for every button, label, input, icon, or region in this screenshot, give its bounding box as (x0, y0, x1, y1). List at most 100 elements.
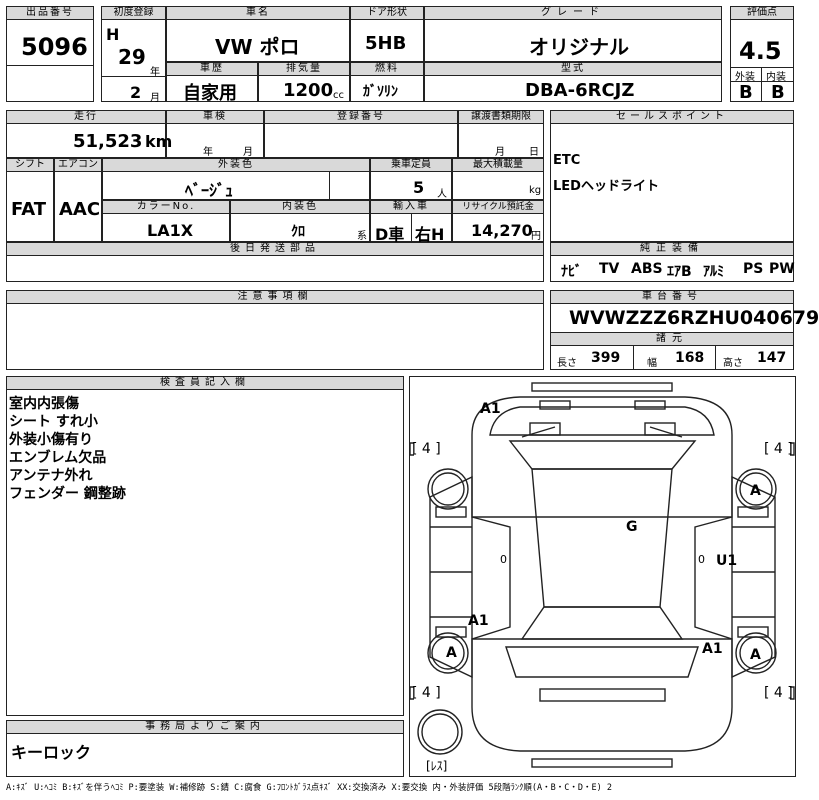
mileage-value: 51,523 (73, 131, 143, 152)
score-box: 評価点 4.5 外装 内装 B B (730, 6, 794, 103)
fuel-box: 燃料 ｶﾞｿﾘﾝ (350, 62, 424, 102)
first-reg-era: H (106, 25, 120, 44)
dims-height-label: 高さ (723, 358, 743, 369)
equipment-box: 純正装備 ﾅﾋﾞ TV ABS ｴｱB ｱﾙﾐ PS PW (550, 242, 795, 282)
first-reg-year-unit: 年 (150, 67, 160, 78)
displacement-label: 排気量 (259, 63, 349, 76)
import-box: 輸入車 D車 右H (370, 200, 452, 244)
ext-color-label: 外装色 (103, 159, 369, 172)
inspector-note-3: 外装小傷有り (9, 432, 93, 448)
capacity-box: 乗車定員 5 人 (370, 158, 452, 200)
equip-airbag: ｴｱB (667, 264, 692, 280)
caution-box: 注意事項欄 (6, 290, 544, 370)
damage-mark-a1-right: A1 (702, 641, 723, 657)
office-box: 事務局よりご案内 キーロック (6, 720, 404, 777)
inspection-month-unit: 月 (243, 147, 253, 158)
door-value: 5HB (365, 33, 407, 54)
lot-label: 出品番号 (7, 7, 93, 20)
int-color-unit: 系 (357, 231, 367, 242)
first-reg-box: 初度登録 H 29 年 2 月 (101, 6, 166, 104)
dims-length-label: 長さ (557, 358, 577, 369)
car-name-label: 車名 (167, 7, 349, 20)
inspection-label: 車検 (167, 111, 263, 124)
fuel-label: 燃料 (351, 63, 423, 76)
int-color-value: ｸﾛ (291, 224, 305, 240)
tire-depth-right-bottom: [ 4 ] (764, 685, 793, 701)
mileage-label: 走行 (7, 111, 165, 124)
sales-point-box: セールスポイント ETC LEDヘッドライト (550, 110, 794, 242)
score-ext-label: 外装 (735, 72, 755, 83)
dims-label: 諸元 (551, 332, 793, 346)
damage-mark-a-tire-fl: A (446, 645, 457, 661)
first-reg-label: 初度登録 (102, 7, 165, 20)
aircon-value: AAC (59, 199, 101, 220)
door-box: ドア形状 5HB (350, 6, 424, 62)
history-box: 車歴 自家用 (166, 62, 258, 104)
displacement-unit: cc (333, 90, 344, 101)
first-reg-month: 2 (130, 83, 142, 102)
inspector-note-2: シート すれ小 (9, 414, 98, 430)
sales-point-line-1: ETC (553, 153, 581, 168)
max-load-unit: kg (529, 185, 542, 196)
mileage-unit: km (145, 132, 173, 151)
equip-alloy: ｱﾙﾐ (703, 264, 724, 280)
score-ext: B (739, 82, 753, 103)
mileage-box: 走行 51,523 km (6, 110, 172, 158)
equip-pw: PW (769, 261, 795, 277)
int-color-box: 内装色 ｸﾛ 系 (230, 200, 370, 242)
max-load-box: 最大積載量 kg (452, 158, 544, 200)
first-reg-year: 29 (118, 45, 146, 69)
capacity-unit: 人 (437, 189, 447, 200)
shift-label: シフト (7, 159, 53, 172)
ext-color-box: 外装色 ﾍﾞｰｼﾞｭ (102, 158, 370, 200)
zero-mark-left: 0 (500, 553, 507, 566)
inspector-note-6: フェンダー 鋼整跡 (9, 486, 126, 502)
color-no-label: カラーNo. (103, 201, 229, 214)
grade-value: オリジナル (529, 35, 629, 59)
car-name-box: 車名 VW ポロ (166, 6, 350, 62)
transfer-month-unit: 月 (495, 147, 505, 158)
legend-footer: A:ｷｽﾞ U:ﾍｺﾐ B:ｷｽﾞを伴うﾍｺﾐ P:要塗装 W:補修跡 S:錆 … (6, 783, 612, 793)
color-no-value: LA1X (147, 221, 194, 240)
displacement-box: 排気量 1200 cc (258, 62, 350, 102)
chassis-value: WVWZZZ6RZHU040679 (569, 307, 819, 329)
max-load-label: 最大積載量 (453, 159, 543, 172)
tire-depth-left-bottom: [ 4 ] (412, 685, 441, 701)
spare-tire-label: [ﾚｽ] (426, 759, 448, 773)
model-value: DBA-6RCJZ (525, 80, 635, 101)
car-diagram: A1 A1 A1 G U1 A A A A [ 4 ] [ 4 ] [ 4 ] … (409, 376, 796, 777)
grade-box: グレード オリジナル (424, 6, 722, 62)
office-label: 事務局よりご案内 (7, 721, 403, 734)
car-name-value: VW ポロ (215, 35, 300, 59)
lot-number: 5096 (21, 33, 88, 61)
recycle-label: リサイクル預託金 (453, 201, 543, 214)
equipment-label: 純正装備 (551, 243, 793, 256)
reg-no-label: 登録番号 (265, 111, 457, 124)
first-reg-month-unit: 月 (150, 93, 160, 104)
equip-ps: PS (743, 261, 764, 277)
shift-value: FAT (11, 199, 47, 220)
recycle-value: 14,270 (471, 221, 533, 240)
door-label: ドア形状 (351, 7, 423, 20)
later-parts-box: 後日発送部品 (6, 242, 544, 282)
shift-box: シフト FAT (6, 158, 54, 242)
history-value: 自家用 (183, 83, 237, 104)
model-box: 型式 DBA-6RCJZ (424, 62, 722, 102)
inspector-label: 検査員記入欄 (7, 377, 403, 390)
transfer-label: 譲渡書類期限 (459, 111, 543, 124)
dims-height: 147 (757, 350, 787, 366)
transfer-box: 譲渡書類期限 月 日 (458, 110, 544, 158)
score-int: B (771, 82, 785, 103)
tire-depth-right-top: [ 4 ] (764, 441, 793, 457)
zero-mark-right: 0 (698, 553, 705, 566)
transfer-day-unit: 日 (529, 147, 539, 158)
dims-width-label: 幅 (647, 358, 657, 369)
tire-depth-left-top: [ 4 ] (412, 441, 441, 457)
model-label: 型式 (425, 63, 721, 76)
equip-abs: ABS (631, 261, 663, 277)
damage-mark-u1-right: U1 (716, 553, 738, 569)
aircon-box: エアコン AAC (54, 158, 102, 242)
sales-point-line-2: LEDヘッドライト (553, 179, 659, 194)
color-no-box: カラーNo. LA1X (102, 200, 230, 242)
displacement-value: 1200 (283, 80, 334, 101)
